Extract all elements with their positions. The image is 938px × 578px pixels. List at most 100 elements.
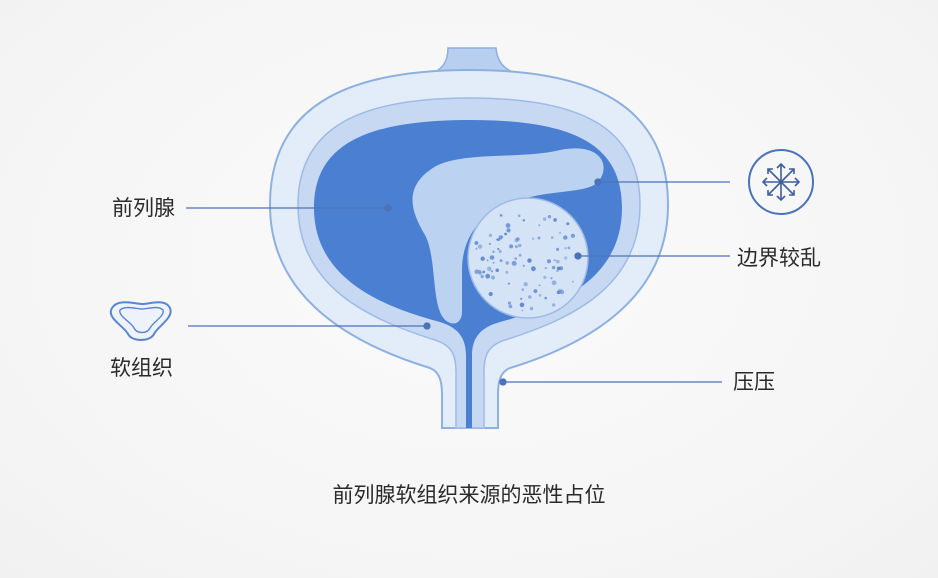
lesion-dot: [566, 222, 570, 226]
lesion-dot: [547, 215, 552, 219]
lesion-dot: [550, 277, 553, 280]
lesion-dot: [559, 289, 565, 295]
lesion-dot: [523, 282, 528, 287]
lesion-dot: [488, 291, 493, 297]
lesion-dot: [514, 245, 517, 248]
lesion-dot: [505, 261, 509, 265]
lesion-dot: [514, 257, 517, 260]
lesion-dot: [506, 228, 511, 233]
lesion-dot: [505, 270, 509, 274]
lesion-dot: [556, 247, 560, 251]
leader-lesion-dot: [574, 252, 582, 260]
lesion-dot: [499, 259, 503, 263]
lesion-dot: [551, 265, 556, 270]
lesion-dot: [491, 270, 493, 273]
lesion-dot: [521, 288, 525, 291]
lesion-dot: [485, 273, 491, 279]
lesion-dot: [489, 255, 495, 260]
lesion-dot: [544, 296, 547, 300]
lesion-dot: [509, 244, 514, 249]
lesion-dot: [514, 238, 519, 243]
prostate-lobe: [412, 148, 604, 324]
label-compression: 压压: [733, 370, 775, 394]
lesion-dot: [486, 259, 489, 262]
leader-prostate-dot: [384, 204, 392, 212]
lesion-dot: [547, 259, 551, 264]
lesion-dot: [537, 236, 541, 240]
lesion-dot: [551, 280, 557, 286]
lesion-dot: [564, 247, 567, 250]
lesion-dot: [564, 256, 568, 260]
lesion-dot: [556, 269, 559, 272]
lesion-dot: [477, 244, 483, 249]
lesion-dot: [555, 259, 560, 264]
lesion-dot: [480, 274, 484, 279]
lesion-dot: [559, 231, 561, 234]
lesion-dot: [488, 242, 491, 245]
lesion-dot: [517, 214, 521, 218]
lesion-dot: [519, 302, 525, 308]
lesion-dot: [474, 269, 480, 275]
lesion-dot: [522, 219, 526, 222]
lesion-dot: [498, 250, 502, 253]
lesion-dot: [553, 259, 556, 262]
lesion-dot: [538, 293, 542, 297]
label-soft-tissue: 软组织: [110, 356, 173, 380]
lesion-dot: [520, 297, 523, 300]
lesion-dot: [511, 260, 517, 266]
lesion-dot: [518, 253, 522, 257]
lesion-dot: [531, 266, 536, 272]
lesion-dot: [570, 233, 576, 238]
lesion-dot: [508, 304, 513, 309]
leader-compression-dot: [499, 378, 507, 386]
lesion-dot: [538, 224, 541, 227]
lesion-dot: [482, 270, 486, 274]
lesion-dot: [475, 247, 478, 250]
lesion-dot: [529, 306, 534, 311]
leader-soft-tissue-dot: [423, 322, 431, 330]
lesion-dot: [553, 218, 557, 222]
lesion-dot: [533, 289, 538, 294]
lesion-dot: [563, 235, 568, 240]
lesion-dot: [491, 275, 495, 280]
lesion-dot: [478, 271, 482, 276]
lesion-dot: [496, 238, 499, 241]
lesion-dot: [542, 217, 547, 221]
lesion-dot: [538, 284, 541, 287]
lesion-dot: [550, 236, 554, 239]
lesion-dot: [522, 264, 525, 267]
lesion-dot: [543, 275, 547, 279]
lesion-dot: [504, 232, 507, 236]
diagram-caption: 前列腺软组织来源的恶性占位: [332, 483, 606, 507]
lesion-dot: [474, 241, 479, 245]
lesion-dot: [487, 266, 492, 272]
lesion-dot: [567, 246, 571, 250]
lesion-dot: [488, 233, 493, 237]
lesion-dots: [474, 214, 576, 312]
lesion-dot: [497, 247, 500, 251]
lesion-dot: [532, 266, 535, 269]
lesion-dot: [571, 280, 574, 283]
lesion-dot: [528, 295, 532, 299]
lesion-dot: [499, 214, 503, 217]
lesion: [467, 197, 589, 319]
lesion-dot: [552, 303, 556, 307]
scattered-arrows-icon: [748, 149, 814, 215]
lesion-dot: [556, 266, 560, 270]
lesion-dot: [501, 235, 504, 238]
lesion-dot: [556, 290, 561, 295]
lesion-dot: [527, 258, 532, 263]
lesion-dot: [531, 237, 535, 240]
lesion-dot: [507, 282, 510, 285]
lesion-dot: [495, 268, 500, 273]
lesion-dot: [480, 256, 485, 261]
label-irregular-border: 边界较乱: [737, 246, 821, 270]
lesion-dot: [492, 250, 495, 253]
label-prostate: 前列腺: [112, 196, 175, 220]
lumen: [314, 120, 622, 428]
lesion-dot: [518, 243, 522, 248]
lesion-dot: [521, 309, 524, 312]
lesion-dot: [507, 301, 511, 305]
